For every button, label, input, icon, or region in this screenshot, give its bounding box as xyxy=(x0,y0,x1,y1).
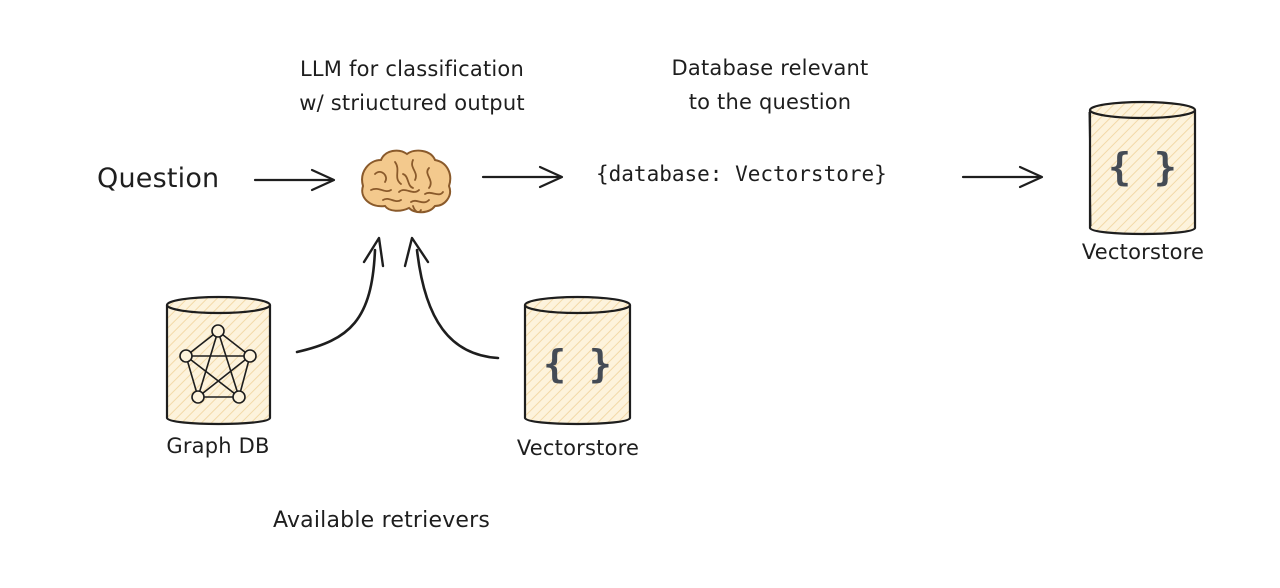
llm-caption-line1: LLM for classification xyxy=(300,57,524,81)
arrow-output-to-vectorstore xyxy=(961,165,1044,189)
llm-caption-line2: w/ striuctured output xyxy=(299,91,525,115)
arrow-question-to-llm xyxy=(253,168,336,192)
database-caption-line1: Database relevant xyxy=(671,56,869,80)
braces-icon: { } xyxy=(1108,145,1177,189)
braces-icon: { } xyxy=(543,342,612,386)
database-caption-line2: to the question xyxy=(688,90,852,114)
arrow-graphdb-to-llm xyxy=(295,236,385,354)
vectorstore-output-label: Vectorstore xyxy=(1081,240,1205,264)
arrow-vectorstore-to-llm xyxy=(403,236,500,360)
vectorstore-input-label: Vectorstore xyxy=(516,436,640,460)
database-relevant-caption: Database relevant to the question xyxy=(640,51,900,119)
vectorstore-output-cylinder xyxy=(1088,100,1197,236)
llm-caption: LLM for classification w/ striuctured ou… xyxy=(262,52,562,120)
question-label: Question xyxy=(97,163,220,194)
brain-icon xyxy=(361,149,452,214)
available-retrievers-caption: Available retrievers xyxy=(273,508,491,533)
graph-network-icon xyxy=(179,324,257,404)
structured-output-json: {database: Vectorstore} xyxy=(596,162,887,186)
vectorstore-input-cylinder xyxy=(523,295,632,426)
graph-db-label: Graph DB xyxy=(166,434,270,458)
arrow-llm-to-output xyxy=(481,165,564,189)
